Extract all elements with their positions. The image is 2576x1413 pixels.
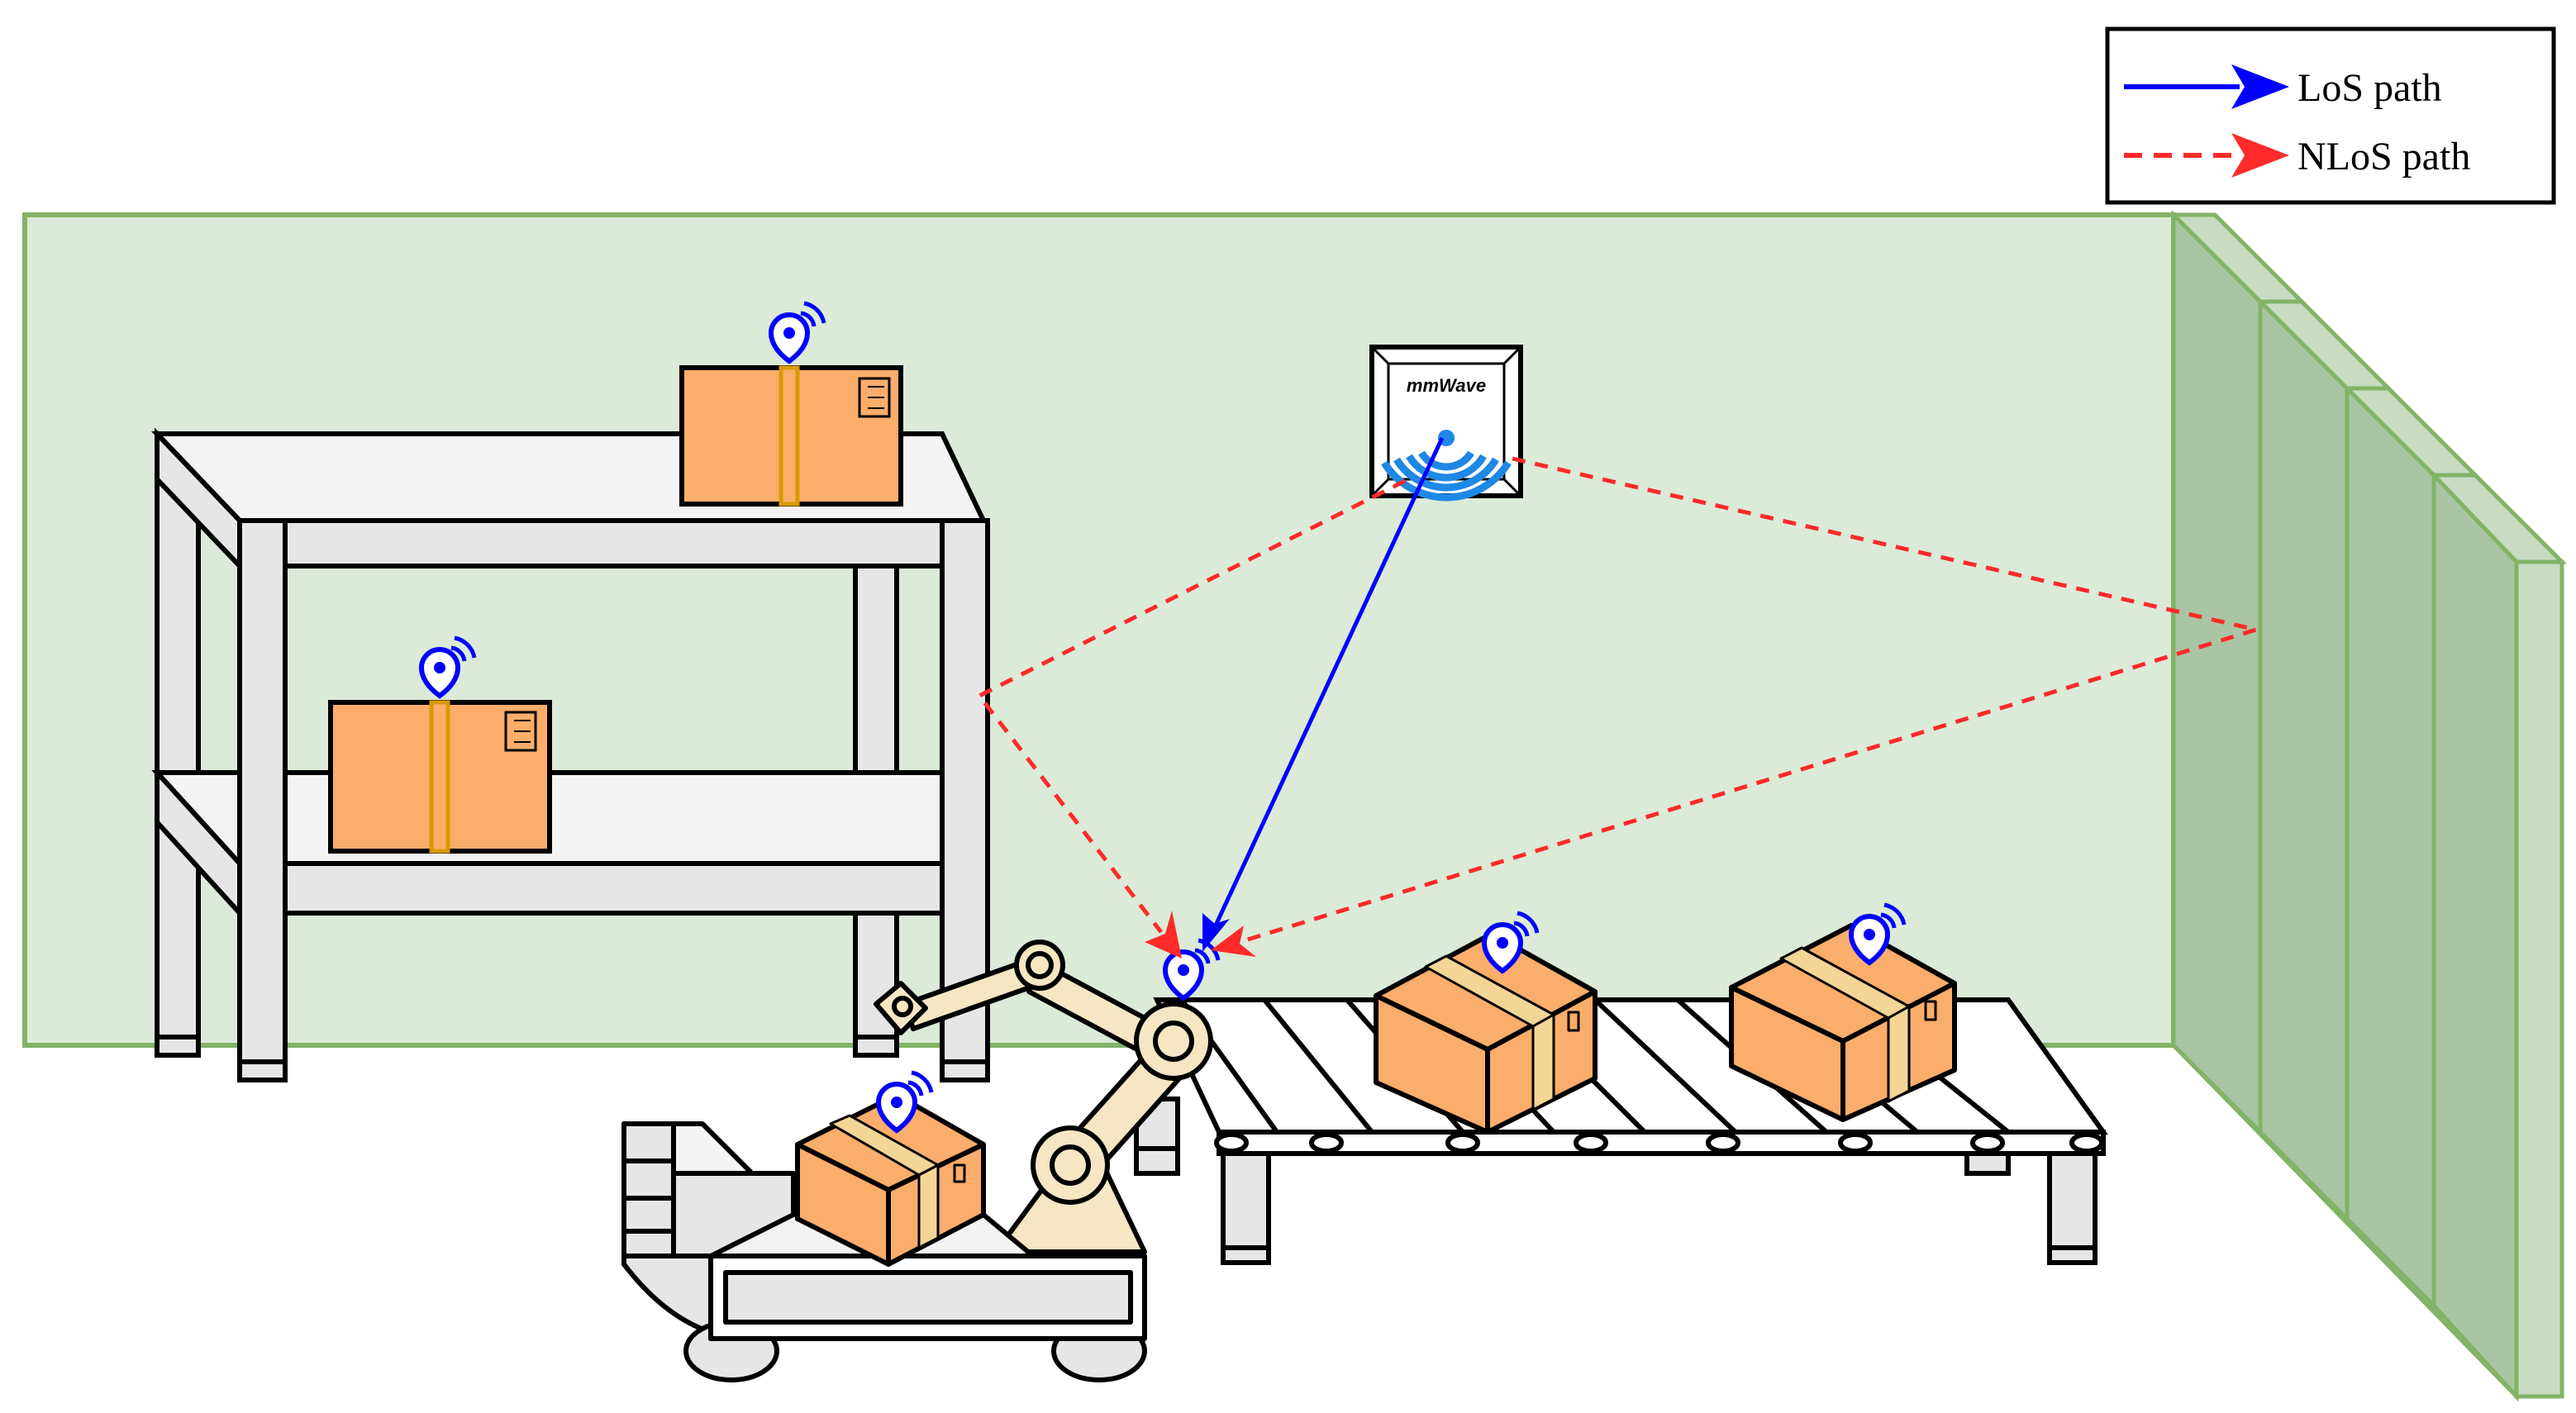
box: [1374, 931, 1598, 1135]
agv-cart-icon: [621, 1121, 1147, 1382]
legend-los-label: LoS path: [2297, 66, 2442, 110]
nlos-path-shelf: [976, 478, 1407, 959]
nlos-path-wall: [1211, 456, 2264, 957]
ap-label: mmWave: [1407, 375, 1486, 396]
robot-arm-icon: [874, 940, 1213, 1254]
box: [328, 700, 552, 854]
box: [679, 365, 903, 507]
box: [795, 1092, 986, 1267]
mmwave-access-point-icon: mmWave: [1369, 345, 1523, 502]
box: [1729, 923, 1957, 1122]
legend-nlos-label: NLoS path: [2297, 135, 2470, 178]
back-wall: [22, 212, 2176, 1048]
conveyor-icon: [1134, 997, 2108, 1265]
legend: LoS path NLoS path: [2105, 26, 2556, 205]
side-wall: [2168, 209, 2568, 1402]
los-path: [1202, 436, 1445, 952]
shelf: [151, 427, 990, 1082]
